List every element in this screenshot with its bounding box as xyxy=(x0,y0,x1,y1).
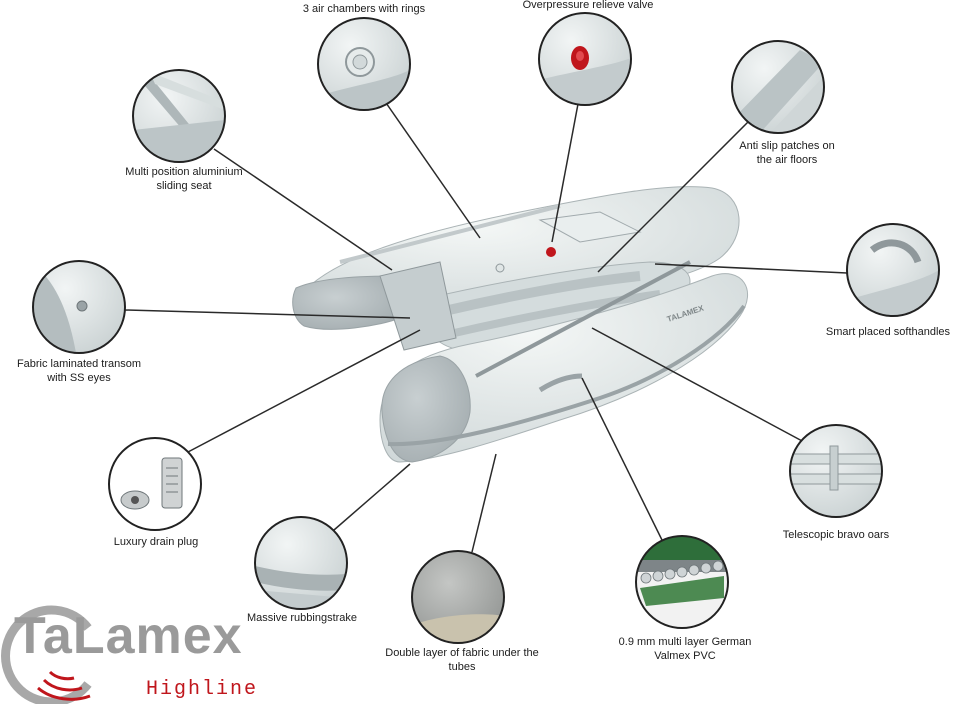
boat-near-tube xyxy=(379,273,749,463)
detail-circle-air-chambers xyxy=(317,17,411,111)
brand-subline: Highline xyxy=(146,678,259,701)
drain-plug-icon xyxy=(161,457,183,509)
label-line: Multi position aluminium xyxy=(125,166,243,178)
line-overpressure-valve xyxy=(551,103,579,243)
label-line: tubes xyxy=(448,661,476,673)
label-line: Overpressure relieve valve xyxy=(522,0,654,11)
label-line: sliding seat xyxy=(156,180,212,192)
line-oars xyxy=(591,327,805,443)
inflatable-boat: TALAMEX xyxy=(292,186,749,463)
label-line: Anti slip patches on xyxy=(739,140,835,152)
line-anti-slip xyxy=(597,121,749,273)
brand-arc-icon xyxy=(1,605,92,704)
label-transom: Fabric laminated transom with SS eyes xyxy=(2,357,156,385)
label-line: Massive rubbingstrake xyxy=(246,612,358,624)
detail-circle-softhandles xyxy=(846,223,940,317)
label-line: Telescopic bravo oars xyxy=(782,529,890,541)
detail-circle-drain-plug xyxy=(108,437,202,531)
floor-stripe xyxy=(438,271,641,317)
label-line: Fabric laminated transom xyxy=(16,358,142,370)
callout-lines xyxy=(124,99,848,553)
boat-rubbingstrake xyxy=(387,304,746,447)
line-double-fabric xyxy=(471,453,497,553)
boat-oar-near xyxy=(475,260,691,378)
label-line: the air floors xyxy=(756,154,818,166)
detail-circle-rubbingstrake xyxy=(254,516,348,610)
boat-seat xyxy=(538,211,642,243)
label-line: with SS eyes xyxy=(47,372,111,384)
detail-circle-pvc xyxy=(635,535,729,629)
label-line: Smart placed softhandles xyxy=(825,326,951,338)
label-softhandles: Smart placed softhandles xyxy=(818,325,958,339)
boat-ring xyxy=(495,263,505,273)
ss-eye-icon xyxy=(76,300,88,312)
pvc-mesh-icon xyxy=(640,560,724,584)
detail-circle-transom xyxy=(32,260,126,354)
line-transom xyxy=(124,309,411,319)
detail-circle-double-fabric xyxy=(411,550,505,644)
label-pvc: 0.9 mm multi layer German Valmex PVC xyxy=(600,635,770,663)
label-anti-slip: Anti slip patches on the air floors xyxy=(712,139,862,167)
detail-circle-overpressure-valve xyxy=(538,12,632,106)
detail-circle-aluminium-seat xyxy=(132,69,226,163)
label-line: Valmex PVC xyxy=(654,650,716,662)
line-rubbingstrake xyxy=(333,463,411,531)
line-softhandles xyxy=(654,263,848,274)
line-drain-plug xyxy=(187,329,421,453)
line-air-chambers xyxy=(383,99,481,239)
label-air-chambers: 3 air chambers with rings xyxy=(278,2,450,16)
boat-transom xyxy=(379,261,457,351)
handle-icon xyxy=(869,239,922,264)
label-line: 3 air chambers with rings xyxy=(302,3,426,15)
label-line: Luxury drain plug xyxy=(113,536,199,548)
pvc-layer-base xyxy=(640,576,724,606)
boat-handle xyxy=(538,373,583,393)
label-line: 0.9 mm multi layer German xyxy=(618,636,752,648)
label-line: Double layer of fabric under the xyxy=(385,647,539,659)
label-rubbingstrake: Massive rubbingstrake xyxy=(232,611,372,625)
label-drain-plug: Luxury drain plug xyxy=(96,535,216,549)
label-aluminium-seat: Multi position aluminium sliding seat xyxy=(98,165,270,193)
label-oars: Telescopic bravo oars xyxy=(766,528,906,542)
label-double-fabric: Double layer of fabric under the tubes xyxy=(372,646,552,674)
boat-valve xyxy=(546,247,556,257)
line-pvc xyxy=(581,377,663,541)
oar-clamp-icon xyxy=(829,445,839,491)
line-aluminium-seat xyxy=(213,148,393,271)
boat-near-cone xyxy=(381,355,471,463)
wifi-wave-icon xyxy=(48,670,75,681)
boat-oar-far xyxy=(339,204,561,264)
floor-stripe xyxy=(449,290,661,338)
brand-name: TaLamex xyxy=(14,607,243,665)
detail-circle-oars xyxy=(789,424,883,518)
detail-circle-anti-slip xyxy=(731,40,825,134)
label-overpressure-valve: Overpressure relieve valve xyxy=(500,0,676,12)
brand-logo xyxy=(1,605,92,704)
